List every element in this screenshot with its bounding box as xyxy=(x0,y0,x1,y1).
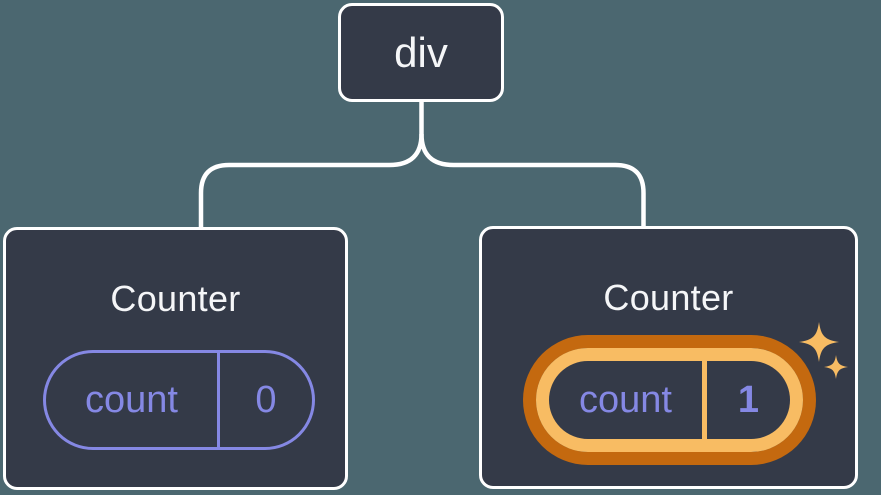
connector-right-branch xyxy=(419,133,646,229)
counter-card-title: Counter xyxy=(603,277,734,318)
sparkle-icon-small xyxy=(824,355,848,379)
sparkle-icon-large xyxy=(799,322,839,362)
counter-card-right: Counter count 1 xyxy=(479,226,858,489)
counter-card-title: Counter xyxy=(110,278,241,319)
state-value: 0 xyxy=(255,378,277,421)
state-pill: count 0 xyxy=(43,350,315,450)
root-node-div: div xyxy=(338,3,504,102)
state-name-label: count xyxy=(549,361,707,439)
root-node-label: div xyxy=(394,28,448,76)
counter-card-left: Counter count 0 xyxy=(3,227,348,490)
state-pill-highlighted: count 1 xyxy=(536,348,803,452)
state-name-label: count xyxy=(46,353,220,447)
sparkles-icon xyxy=(799,322,848,379)
connector-left-branch xyxy=(198,101,424,229)
state-value: 1 xyxy=(737,378,760,421)
